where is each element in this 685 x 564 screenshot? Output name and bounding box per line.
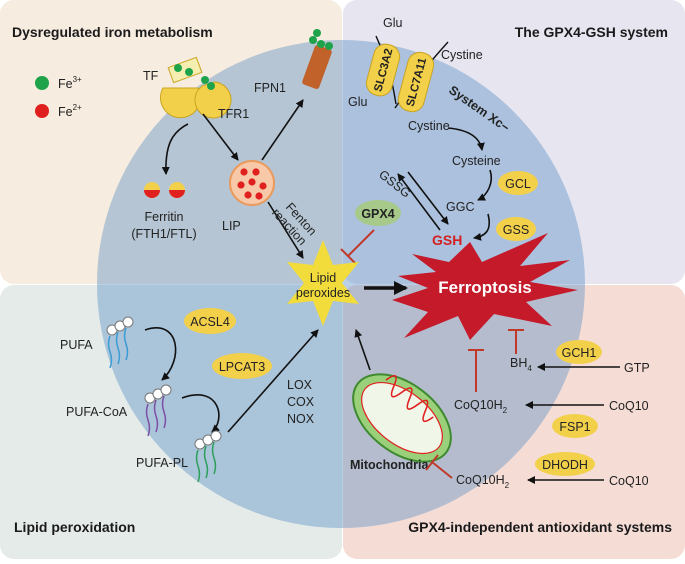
bh4-label: BH4 [510, 356, 532, 373]
gss-label: GSS [503, 223, 529, 237]
gcl-enzyme [498, 171, 538, 195]
gss-enzyme [496, 217, 536, 241]
lpcat3-enzyme [212, 353, 272, 379]
pufa-molecule-icon [106, 316, 134, 369]
arrow-tfr1-to-lip [202, 113, 239, 161]
fsp1-enzyme [552, 414, 598, 438]
slc3a2-transporter: SLC3A2 [365, 43, 401, 97]
cysteine-label: Cysteine [452, 154, 501, 168]
arrow-pufapl-to-lipid [227, 329, 319, 433]
arrow-ggc-to-gsh [473, 213, 490, 241]
lox-label: LOX [287, 378, 313, 392]
ferroptosis-burst [392, 233, 578, 340]
inhibit-coq10h2-ferroptosis [468, 349, 484, 392]
glu-top-label: Glu [383, 16, 403, 30]
title-gpx4-gsh: The GPX4-GSH system [515, 24, 668, 40]
arrow-lip-to-fpn1 [261, 99, 304, 161]
fpn1-exporter-icon [302, 29, 333, 89]
lip-label: LIP [222, 219, 241, 233]
coq10-fsp1-label: CoQ10 [609, 399, 649, 413]
tf-label: TF [143, 69, 159, 83]
arrow-mito-to-lipid [354, 329, 371, 371]
lip-pool-icon [229, 160, 275, 206]
arrow-cystine-to-cysteine [447, 127, 485, 151]
fe2-legend-dot [35, 104, 49, 118]
glu-bottom-label: Glu [348, 95, 368, 109]
inhibit-gpx4-lipid [340, 229, 375, 264]
dhodh-label: DHODH [542, 458, 588, 472]
lpcat3-label: LPCAT3 [219, 360, 265, 374]
gcl-label: GCL [505, 177, 531, 191]
acsl4-label: ACSL4 [190, 315, 230, 329]
mitochondria-label: Mitochondria [350, 458, 430, 472]
arrow-tfr1-to-ferritin [161, 123, 189, 175]
pufa-pl-label: PUFA-PL [136, 456, 188, 470]
pufa-pl-molecule-icon [194, 430, 222, 483]
slc7a11-transporter: SLC7A11 [397, 51, 435, 113]
title-gpx4-independent: GPX4-independent antioxidant systems [408, 519, 672, 535]
acsl4-enzyme [184, 308, 236, 334]
cox-label: COX [287, 395, 315, 409]
title-lipid-peroxidation: Lipid peroxidation [14, 519, 135, 535]
arrow-cysteine-to-ggc [477, 169, 493, 201]
gsh-label: GSH [432, 232, 462, 248]
coq10-dhodh-label: CoQ10 [609, 474, 649, 488]
title-iron-metabolism: Dysregulated iron metabolism [12, 24, 213, 40]
ferritin-label: Ferritin [145, 210, 184, 224]
dhodh-enzyme [535, 452, 595, 476]
pufa-coa-molecule-icon [144, 384, 172, 437]
ferroptosis-label: Ferroptosis [438, 278, 532, 297]
fe2-legend-label: Fe2+ [58, 103, 82, 119]
fsp1-label: FSP1 [559, 420, 590, 434]
arrow-gsh-to-gssg [397, 173, 441, 231]
cystine-top-label: Cystine [441, 48, 483, 62]
lipid-peroxides-star [287, 240, 359, 326]
peroxides-label: peroxides [296, 286, 350, 300]
mitochondria-icon [352, 373, 452, 463]
pufa-label: PUFA [60, 338, 93, 352]
ggc-label: GGC [446, 200, 474, 214]
arrow-fenton [267, 201, 304, 259]
coq10h2-fsp1-label: CoQ10H2 [454, 398, 508, 415]
fe3-legend-label: Fe3+ [58, 75, 82, 91]
gtp-label: GTP [624, 361, 650, 375]
cystine-label: Cystine [408, 119, 450, 133]
arrow-pufa-to-pufacoa [144, 327, 177, 381]
gch1-enzyme [556, 340, 602, 364]
coq10h2-dhodh-label: CoQ10H2 [456, 473, 510, 490]
nox-label: NOX [287, 412, 315, 426]
gpx4-label: GPX4 [361, 207, 394, 221]
arrow-pufacoa-to-pufapl [181, 394, 220, 433]
ferritin-subunits-label: (FTH1/FTL) [131, 227, 196, 241]
fe3-legend-dot [35, 76, 49, 90]
fpn1-label: FPN1 [254, 81, 286, 95]
inhibit-bh4-ferroptosis [508, 329, 524, 354]
lipid-label: Lipid [310, 271, 336, 285]
gpx4-enzyme [355, 200, 401, 226]
tfr1-receptor-icon [160, 56, 232, 119]
inhibit-coq10h2-mito [425, 454, 453, 479]
arrow-gssg-to-gsh [407, 171, 449, 225]
pufa-coa-label: PUFA-CoA [66, 405, 128, 419]
gch1-label: GCH1 [562, 346, 597, 360]
ferritin-icon [144, 182, 185, 198]
tfr1-label: TFR1 [218, 107, 249, 121]
quadrant-lipid-bg [0, 285, 342, 559]
